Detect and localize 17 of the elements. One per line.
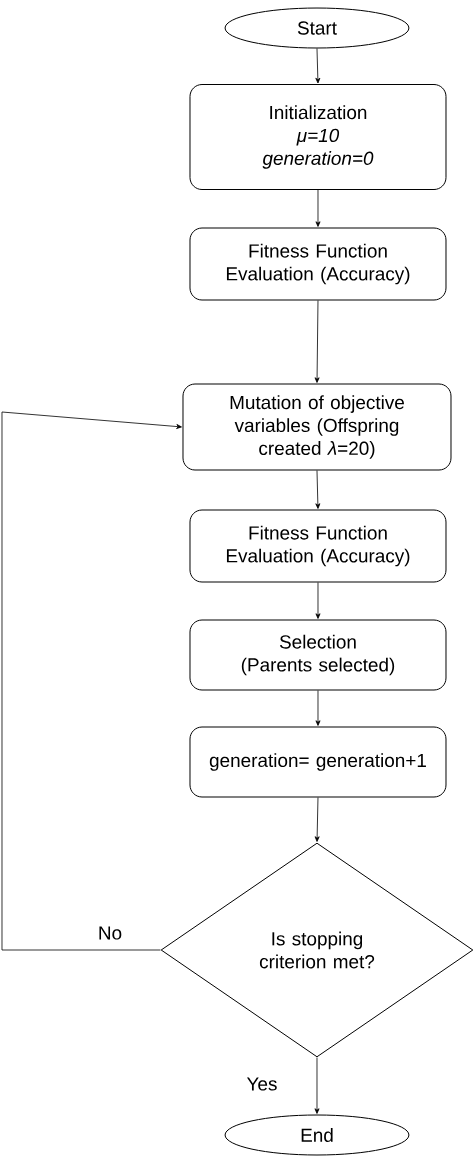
arrow xyxy=(315,582,321,619)
edge-label: No xyxy=(96,925,124,941)
process-box: Selection (Parents selected) xyxy=(189,619,447,691)
arrow xyxy=(315,48,321,84)
arrow xyxy=(315,690,321,726)
arrow xyxy=(314,1057,320,1114)
arrow xyxy=(314,797,320,842)
process-box: generation= generation+1 xyxy=(189,726,447,798)
edge-label: Yes xyxy=(245,1076,279,1092)
process-box: Initialization μ=10 generation=0 xyxy=(189,84,447,190)
arrow xyxy=(314,300,320,383)
process-box: Mutation of objective variables (Offspring created λ=20) xyxy=(182,383,452,471)
arrow xyxy=(315,189,321,227)
arrow xyxy=(315,470,321,509)
process-box: Fitness Function Evaluation (Accuracy) xyxy=(189,227,447,301)
arrow xyxy=(1,411,182,951)
process-box: Fitness Function Evaluation (Accuracy) xyxy=(189,509,447,583)
